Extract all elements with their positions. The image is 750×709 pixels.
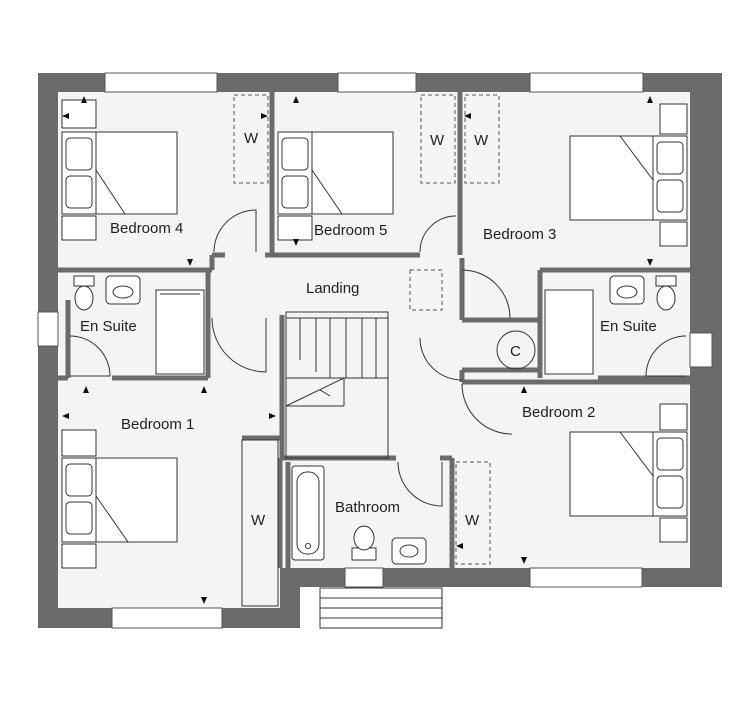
- windows: [37, 72, 713, 629]
- window-ensuite-right: [689, 332, 713, 368]
- wardrobe-bedroom3: [464, 94, 500, 184]
- sanitary: [73, 275, 677, 565]
- label-ensuite-left: En Suite: [80, 318, 137, 335]
- bath: [291, 465, 325, 561]
- label-bedroom2: Bedroom 2: [522, 404, 595, 421]
- label-wardrobe-bedroom3: W: [474, 132, 489, 149]
- label-wardrobe-bedroom2: W: [465, 512, 480, 529]
- basin-ensuite-left: [105, 275, 141, 305]
- label-bedroom4: Bedroom 4: [110, 220, 183, 237]
- doors: [69, 209, 687, 507]
- window-bedroom3: [529, 72, 644, 93]
- label-landing: Landing: [306, 280, 359, 297]
- beds: [61, 99, 688, 569]
- window-bedroom5: [337, 72, 417, 93]
- label-wardrobe-bedroom4: W: [244, 130, 259, 147]
- label-wardrobe-bedroom1: W: [251, 512, 266, 529]
- window-bathroom: [344, 567, 384, 588]
- shower-ensuite-right: [544, 289, 594, 375]
- basin-ensuite-right: [609, 275, 645, 305]
- wardrobe-bedroom1: [241, 439, 279, 607]
- cupboard-outline: [496, 330, 536, 370]
- wardrobes: [233, 94, 500, 607]
- label-ensuite-right: En Suite: [600, 318, 657, 335]
- wardrobe-bedroom5: [420, 94, 456, 184]
- label-wardrobe-bedroom5: W: [430, 132, 445, 149]
- wardrobe-bedroom4: [233, 94, 269, 184]
- dimension-markers: [62, 96, 653, 604]
- label-bedroom1: Bedroom 1: [121, 416, 194, 433]
- label-bathroom: Bathroom: [335, 499, 400, 516]
- window-bedroom2: [529, 567, 643, 588]
- window-bedroom1: [111, 607, 223, 629]
- shower-ensuite-left: [155, 289, 205, 375]
- label-cupboard: C: [510, 343, 521, 360]
- label-bedroom5: Bedroom 5: [314, 222, 387, 239]
- window-ensuite-left: [37, 311, 59, 347]
- wardrobe-bedroom2: [455, 461, 491, 565]
- toilet-ensuite-right: [655, 275, 677, 287]
- toilet-ensuite-left: [73, 275, 95, 287]
- entrance-steps: [319, 587, 443, 629]
- basin-bathroom: [391, 537, 427, 565]
- room-labels: Bedroom 4 Bedroom 5 Bedroom 3 Landing En…: [80, 220, 657, 516]
- staircase: [285, 269, 443, 459]
- interior-walls: [58, 92, 690, 568]
- wardrobe-labels: W W W W W C: [244, 130, 521, 529]
- window-bedroom4: [104, 72, 218, 93]
- label-bedroom3: Bedroom 3: [483, 226, 556, 243]
- loft-hatch: [409, 269, 443, 311]
